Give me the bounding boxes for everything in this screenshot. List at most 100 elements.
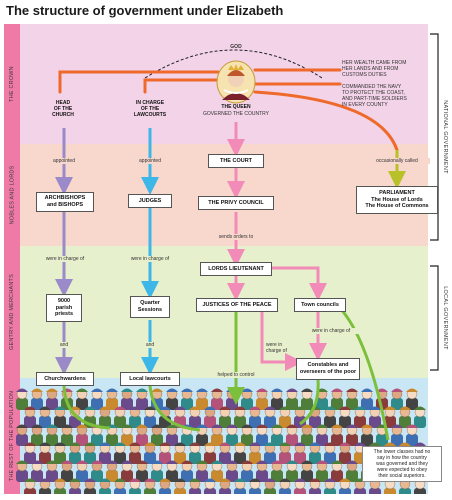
crowd-person <box>46 424 58 446</box>
crowd-person <box>136 388 148 410</box>
crowd-person <box>211 388 223 410</box>
and-label-church: and <box>52 342 76 348</box>
crowd-person <box>324 478 336 494</box>
crowd-person <box>309 478 321 494</box>
crowd-person <box>166 424 178 446</box>
crowd-person <box>301 460 313 482</box>
crowd-person <box>369 406 381 428</box>
archbishops-box: ARCHBISHOPS and BISHOPS <box>36 192 94 212</box>
crowd-person <box>219 478 231 494</box>
in-charge-label-church: were in charge of <box>34 256 96 262</box>
crowd-person <box>346 388 358 410</box>
crowd-person <box>309 406 321 428</box>
crowd-person <box>174 442 186 464</box>
crowd-person <box>316 460 328 482</box>
crowd-person <box>256 460 268 482</box>
crowd-person <box>204 442 216 464</box>
crowd-person <box>196 424 208 446</box>
crowd-person <box>24 406 36 428</box>
crowd-person <box>331 424 343 446</box>
crowd-person <box>234 442 246 464</box>
lower-classes-note: The lower classes had no say in how the … <box>362 446 442 482</box>
crowd-person <box>339 442 351 464</box>
crowd-person <box>264 478 276 494</box>
crowd-person <box>211 460 223 482</box>
crowd-person <box>331 460 343 482</box>
crowd-person <box>189 478 201 494</box>
local-government-label: LOCAL GOVERNMENT <box>442 286 448 350</box>
crowd-person <box>271 424 283 446</box>
crowd-person <box>151 460 163 482</box>
in-charge-label-judges: were in charge of <box>118 256 182 262</box>
crowd-person <box>166 460 178 482</box>
crowd-person <box>69 478 81 494</box>
crowd-person <box>129 478 141 494</box>
and-label-courts: and <box>138 342 162 348</box>
crowd-person <box>279 406 291 428</box>
crowd-person <box>114 406 126 428</box>
parish-priests-box: 9000 parish priests <box>46 294 82 322</box>
crowd-person <box>279 442 291 464</box>
parliament-box: PARLIAMENT The House of Lords The House … <box>356 186 438 214</box>
band-label-crown: THE CROWN <box>4 24 20 144</box>
crowd-person <box>294 406 306 428</box>
crowd-person <box>61 460 73 482</box>
crowd-person <box>31 388 43 410</box>
crowd-person <box>144 406 156 428</box>
crowd-person <box>121 388 133 410</box>
crowd-person <box>39 478 51 494</box>
crowd-person <box>234 478 246 494</box>
crowd-person <box>39 442 51 464</box>
crowd-person <box>249 406 261 428</box>
privy-council-box: THE PRIVY COUNCIL <box>198 196 274 210</box>
helped-to-control-label: helped to control <box>206 372 266 378</box>
crowd-person <box>84 442 96 464</box>
crowd-person <box>144 442 156 464</box>
navy-text: COMMANDED THE NAVY TO PROTECT THE COAST,… <box>342 84 407 108</box>
crowd-person <box>316 424 328 446</box>
crowd-person <box>46 460 58 482</box>
national-government-label: NATIONAL GOVERNMENT <box>442 100 449 174</box>
crowd-person <box>309 442 321 464</box>
crowd-person <box>31 460 43 482</box>
crowd-person <box>189 406 201 428</box>
crowd-person <box>204 478 216 494</box>
crowd-person <box>324 406 336 428</box>
crowd-person <box>114 478 126 494</box>
crowd-person <box>144 478 156 494</box>
band-label-gentry: GENTRY AND MERCHANTS <box>4 246 20 378</box>
crowd-person <box>61 424 73 446</box>
crowd-person <box>219 442 231 464</box>
crowd-person <box>181 460 193 482</box>
lawcourts-label: IN CHARGE OF THE LAWCOURTS <box>133 100 167 118</box>
crown-lines <box>58 68 399 152</box>
crowd-person <box>301 388 313 410</box>
quarter-sessions-box: Quarter Sessions <box>130 296 170 318</box>
crowd-person <box>121 424 133 446</box>
crowd-person <box>346 424 358 446</box>
crowd-person <box>174 478 186 494</box>
local-bracket <box>430 265 439 371</box>
crowd-person <box>301 424 313 446</box>
crowd-person <box>271 460 283 482</box>
crowd-illustration <box>16 388 426 494</box>
queen-subtitle: GOVERNED THE COUNTRY <box>203 111 269 117</box>
crowd-person <box>76 388 88 410</box>
queen-portrait <box>216 60 256 104</box>
crowd-person <box>151 424 163 446</box>
crowd-person <box>99 406 111 428</box>
crowd-person <box>226 460 238 482</box>
crowd-person <box>406 424 418 446</box>
crowd-person <box>46 388 58 410</box>
crowd-person <box>159 478 171 494</box>
crowd-person <box>24 478 36 494</box>
wealth-text: HER WEALTH CAME FROM HER LANDS AND FROM … <box>342 60 407 78</box>
crowd-person <box>24 442 36 464</box>
crowd-person <box>339 478 351 494</box>
band-crown <box>4 24 428 144</box>
crowd-person <box>166 388 178 410</box>
crowd-person <box>294 442 306 464</box>
crowd-person <box>76 424 88 446</box>
crowd-person <box>204 406 216 428</box>
crowd-person <box>69 442 81 464</box>
